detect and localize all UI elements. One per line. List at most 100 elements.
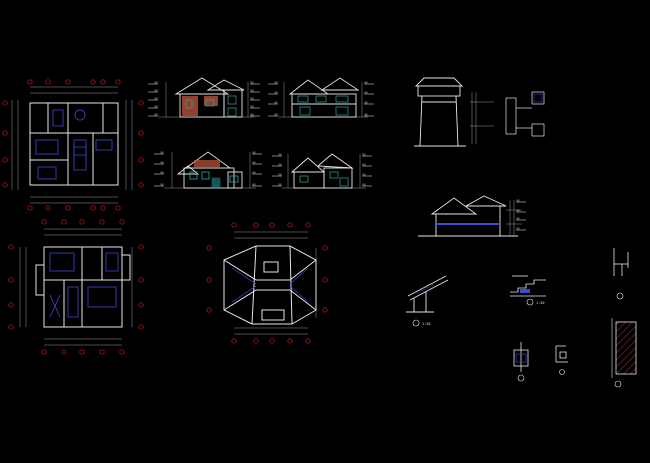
level-marker [160, 161, 164, 165]
hatch-fill [515, 353, 527, 363]
level-marker [250, 113, 254, 117]
grid-bubble [45, 79, 51, 85]
grid-bubble [27, 205, 33, 211]
interior-elements [35, 109, 113, 180]
facade [174, 77, 245, 118]
roof-plan [206, 222, 328, 344]
level-marker [364, 113, 368, 117]
detail-marker [616, 292, 624, 300]
grid-bubble [61, 349, 67, 355]
eave-linework [406, 275, 449, 313]
elevation-left [154, 151, 262, 189]
grid-bubble [2, 182, 8, 188]
grid-bubble [138, 302, 144, 308]
detail-wall-section [611, 318, 637, 388]
grid-bubble [8, 302, 14, 308]
grid-bubble [115, 205, 121, 211]
axis-grid [2, 79, 144, 211]
grid-bubble [322, 245, 328, 251]
roof-outline [223, 245, 317, 325]
level-marker [154, 105, 158, 109]
grid-bubble [138, 157, 144, 163]
grid-bubble [138, 130, 144, 136]
chimney-cap-detail [505, 91, 545, 137]
level-marker [516, 227, 520, 231]
level-marker [250, 105, 254, 109]
section-outline [418, 195, 518, 237]
level-marker [154, 81, 158, 85]
walls [29, 102, 119, 186]
hatch-lines [415, 283, 435, 295]
dimension-lines [11, 86, 133, 204]
parapet-linework [613, 248, 629, 276]
detail-marker [517, 374, 525, 382]
grid-bubble [287, 338, 293, 344]
roof-tiles [194, 160, 220, 168]
facade [288, 77, 360, 118]
level-text [250, 81, 260, 117]
grid-bubble [8, 277, 14, 283]
level-marker [252, 151, 256, 155]
windows [297, 95, 349, 116]
elevation-rear [268, 77, 374, 118]
level-marker [274, 113, 278, 117]
facade [176, 151, 243, 189]
level-marker [154, 113, 158, 117]
chimney-outline [414, 77, 466, 147]
stair-cut [520, 289, 530, 293]
grid-bubble [79, 349, 85, 355]
detail-marker [559, 369, 565, 375]
grid-bubble [99, 219, 105, 225]
level-marker [154, 97, 158, 101]
scale-note: 1:20 [422, 322, 430, 326]
grid-bubble [206, 307, 212, 313]
grid-bubble [27, 79, 33, 85]
grid-bubble [61, 219, 67, 225]
level-marker [278, 183, 282, 187]
grid-bubble [305, 222, 311, 228]
roof-hips [231, 267, 309, 303]
axis-grid [206, 222, 328, 344]
level-text [364, 81, 374, 117]
grid-bubble [99, 349, 105, 355]
level-text [362, 153, 372, 187]
grid-bubble [100, 205, 106, 211]
detail-marker [614, 380, 622, 388]
chimney-detail [414, 77, 545, 147]
level-marker [160, 151, 164, 155]
section-main [418, 195, 526, 237]
level-marker [274, 81, 278, 85]
scale-note: 1:20 [536, 301, 544, 305]
detail-small-a [513, 342, 529, 382]
axis-grid [8, 219, 144, 355]
roof-tiles [182, 96, 198, 116]
detail-marker [526, 298, 534, 306]
floor-plan-second [8, 219, 144, 355]
grid-bubble [65, 205, 71, 211]
grid-bubble [8, 244, 14, 250]
detail-dimensions [470, 92, 494, 144]
detail-eave: 1:20 [406, 275, 449, 327]
grid-bubble [269, 222, 275, 228]
grid-bubble [206, 277, 212, 283]
small-b-linework [555, 345, 568, 363]
grid-bubble [100, 79, 106, 85]
wall-hatch [615, 321, 637, 375]
grid-bubble [322, 277, 328, 283]
grid-bubble [269, 338, 275, 344]
level-marker [362, 183, 366, 187]
level-marker [278, 173, 282, 177]
level-marker [250, 89, 254, 93]
grid-bubble [231, 338, 237, 344]
dimension-lines [19, 228, 133, 346]
level-marker [274, 91, 278, 95]
level-marker [160, 183, 164, 187]
level-marker [274, 101, 278, 105]
grid-bubble [231, 222, 237, 228]
hatch-fill [533, 93, 543, 103]
grid-bubble [41, 219, 47, 225]
grid-bubble [138, 277, 144, 283]
level-marker [516, 217, 520, 221]
level-text [148, 81, 158, 117]
